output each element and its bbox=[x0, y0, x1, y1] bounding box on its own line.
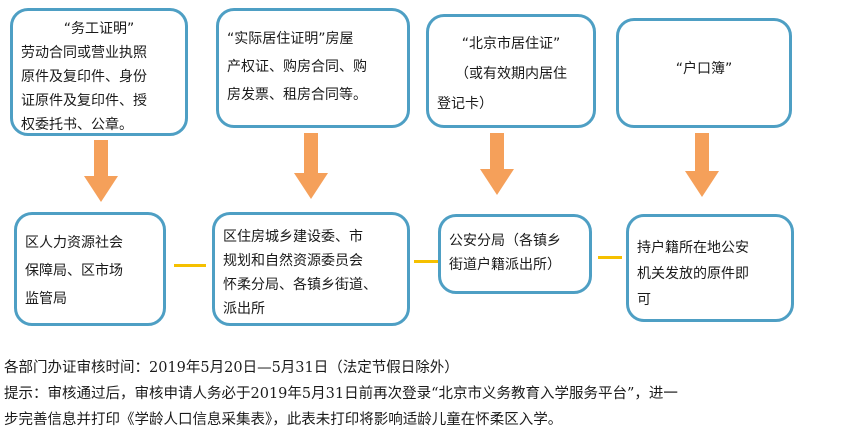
box-line: “户口簿” bbox=[675, 61, 733, 77]
box-line: 劳动合同或营业执照 bbox=[21, 45, 147, 61]
box-line: （或有效期内居住 bbox=[455, 66, 567, 82]
requirement-box-residence-permit: “北京市居住证” （或有效期内居住 登记卡） bbox=[426, 14, 596, 128]
office-box-housing-planning: 区住房城乡建设委、市 规划和自然资源委员会 怀柔分局、各镇乡街道、 派出所 bbox=[212, 212, 410, 326]
arrow-down-icon bbox=[294, 133, 328, 199]
reminder-note-line2: 步完善信息并打印《学龄人口信息采集表》，此表未打印将影响适龄儿童在怀柔区入学。 bbox=[4, 412, 563, 428]
box-line: 原件及复印件、身份 bbox=[21, 69, 147, 85]
arrow-down-icon bbox=[480, 133, 514, 195]
arrow-down-icon bbox=[84, 140, 118, 202]
box-line: 怀柔分局、各镇乡街道、 bbox=[223, 277, 377, 293]
box-line: 登记卡） bbox=[437, 96, 493, 112]
requirement-box-household-register: “户口簿” bbox=[616, 18, 792, 128]
box-line: “北京市居住证” bbox=[461, 36, 561, 52]
review-time-note: 各部门办证审核时间：2019年5月20日—5月31日（法定节假日除外） bbox=[4, 360, 459, 376]
box-line: 区住房城乡建设委、市 bbox=[223, 229, 363, 245]
office-box-hr-market-bureau: 区人力资源社会 保障局、区市场 监管局 bbox=[14, 212, 166, 326]
arrow-down-icon bbox=[685, 133, 719, 197]
box-line: 区人力资源社会 bbox=[25, 235, 123, 251]
box-line: 产权证、购房合同、购 bbox=[227, 59, 367, 75]
box-line: 可 bbox=[637, 292, 651, 308]
box-line: 监管局 bbox=[25, 291, 67, 307]
box-line: 权委托书、公章。 bbox=[21, 117, 133, 133]
office-box-household-original: 持户籍所在地公安 机关发放的原件即 可 bbox=[626, 214, 794, 322]
requirement-box-residence-proof: “实际居住证明”房屋 产权证、购房合同、购 房发票、租房合同等。 bbox=[216, 8, 410, 128]
box-line: “实际居住证明”房屋 bbox=[227, 31, 354, 47]
box-line: 街道户籍派出所） bbox=[449, 257, 561, 273]
box-line: 公安分局（各镇乡 bbox=[449, 233, 561, 249]
connector-line bbox=[174, 264, 206, 267]
connector-line bbox=[598, 256, 622, 259]
office-box-public-security: 公安分局（各镇乡 街道户籍派出所） bbox=[438, 214, 592, 294]
box-line: 房发票、租房合同等。 bbox=[227, 87, 367, 103]
box-line: “务工证明” bbox=[63, 21, 135, 37]
connector-line bbox=[414, 260, 438, 263]
box-line: 机关发放的原件即 bbox=[637, 266, 749, 282]
box-line: 派出所 bbox=[223, 301, 265, 317]
box-line: 持户籍所在地公安 bbox=[637, 240, 749, 256]
box-line: 规划和自然资源委员会 bbox=[223, 253, 363, 269]
requirement-box-work-proof: “务工证明” 劳动合同或营业执照 原件及复印件、身份 证原件及复印件、授 权委托… bbox=[10, 8, 188, 136]
box-line: 保障局、区市场 bbox=[25, 263, 123, 279]
reminder-note-line1: 提示：审核通过后，审核申请人务必于2019年5月31日前再次登录“北京市义务教育… bbox=[4, 386, 678, 402]
box-line: 证原件及复印件、授 bbox=[21, 93, 147, 109]
